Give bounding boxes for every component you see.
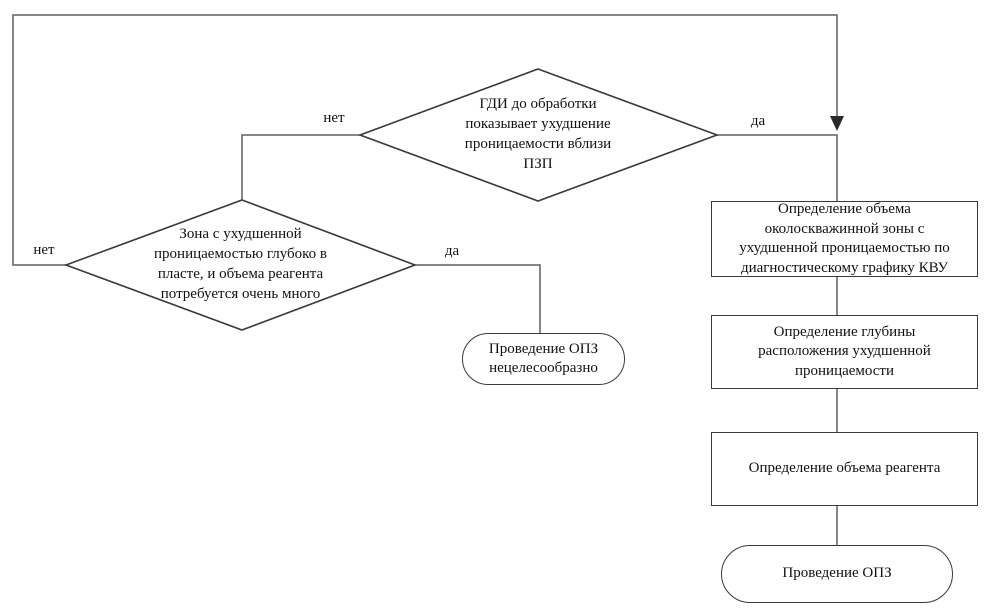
edge-gdi-no-line (241, 134, 360, 200)
edge-label-gdi-no: нет (323, 110, 345, 126)
edge-label-gdi-yes: да (750, 113, 766, 129)
process-box-volume-zone: Определение объема околоскважинной зоны … (711, 201, 978, 277)
decision-gdi-label: ГДИ до обработки показывает ухудшение пр… (464, 96, 612, 172)
edge-label-zone-yes: да (444, 243, 460, 259)
decision-gdi: ГДИ до обработки показывает ухудшение пр… (448, 92, 628, 178)
terminal-conduct-label: Проведение ОПЗ (782, 565, 892, 582)
process-depth-label: Определение глубины расположения ухудшен… (758, 323, 931, 379)
edge-zone-yes-line (415, 264, 541, 333)
process-volume-zone-label: Определение объема околоскважинной зоны … (739, 201, 950, 276)
process-box-reagent: Определение объема реагента (711, 432, 978, 506)
process-box-depth: Определение глубины расположения ухудшен… (711, 315, 978, 389)
decision-zone-label: Зона с ухудшенной проницаемостью глубоко… (154, 226, 327, 302)
decision-gdi-shape (357, 68, 720, 202)
decision-zone: Зона с ухудшенной проницаемостью глубоко… (118, 222, 363, 308)
edge-gdi-yes-line (717, 134, 838, 201)
terminal-not-feasible: Проведение ОПЗ нецелесообразно (462, 333, 625, 385)
terminal-conduct: Проведение ОПЗ (721, 545, 953, 603)
decision-zone-shape (63, 199, 418, 331)
process-reagent-label: Определение объема реагента (748, 460, 941, 477)
feedback-arrowhead-icon (830, 116, 844, 131)
edge-label-zone-no: нет (33, 242, 55, 258)
terminal-not-feasible-label: Проведение ОПЗ нецелесообразно (488, 340, 599, 377)
edge-zone-no-feedback-line (12, 14, 838, 266)
